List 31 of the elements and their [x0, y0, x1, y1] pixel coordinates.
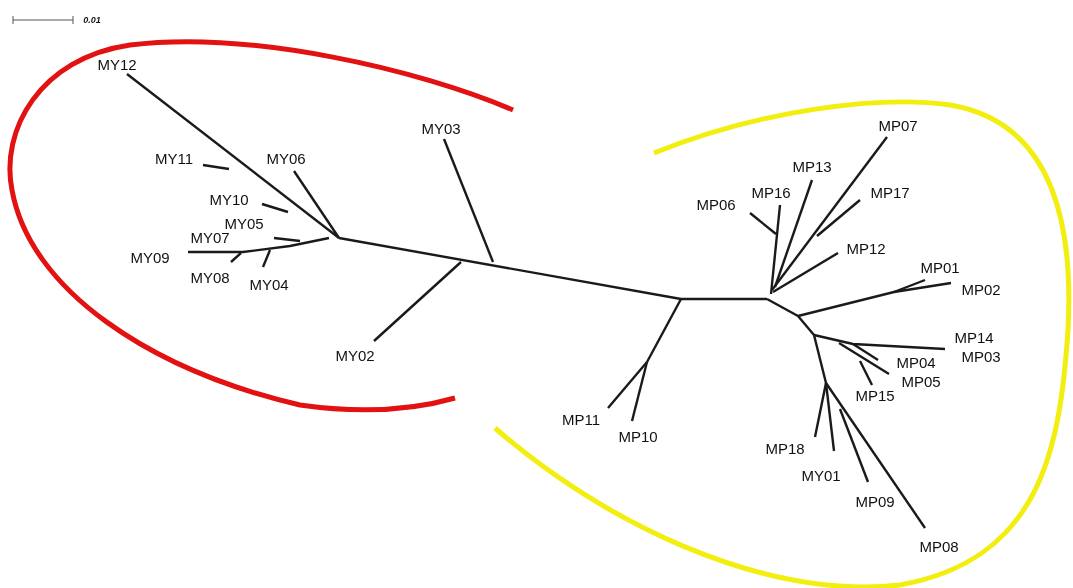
- taxon-label: MP16: [751, 184, 791, 200]
- scale-label: 0.01: [83, 15, 101, 25]
- taxon-label: MP03: [961, 348, 1001, 364]
- taxon-label: MP02: [961, 281, 1001, 297]
- taxon-label: MP12: [846, 240, 886, 256]
- taxon-label: MY08: [190, 269, 230, 285]
- taxon-label: MY10: [209, 191, 249, 207]
- taxon-label: MP09: [855, 493, 895, 509]
- taxon-label: MP08: [919, 538, 959, 554]
- taxon-label: MP14: [954, 329, 994, 345]
- taxon-label: MP07: [878, 117, 918, 133]
- taxon-label: MP11: [561, 411, 601, 427]
- taxon-label: MP06: [696, 196, 736, 212]
- taxon-label: MY03: [421, 120, 461, 136]
- taxon-label: MP05: [901, 373, 941, 389]
- taxon-label: MY09: [130, 249, 170, 265]
- taxon-label: MP13: [792, 158, 832, 174]
- taxon-label: MY05: [224, 215, 264, 231]
- taxon-label: MY11: [154, 150, 194, 166]
- taxon-label: MP17: [870, 184, 910, 200]
- taxon-label: MY12: [97, 56, 137, 72]
- taxon-label: MY01: [801, 467, 841, 483]
- taxon-label: MP10: [618, 428, 658, 444]
- taxon-label: MP15: [855, 387, 895, 403]
- taxon-label: MP04: [896, 354, 936, 370]
- taxon-label: MY04: [249, 276, 289, 292]
- taxon-label: MP01: [920, 259, 960, 275]
- taxon-label: MP18: [765, 440, 805, 456]
- taxon-label: MY07: [190, 229, 230, 245]
- taxon-label: MY06: [266, 150, 306, 166]
- taxon-label: MY02: [335, 347, 375, 363]
